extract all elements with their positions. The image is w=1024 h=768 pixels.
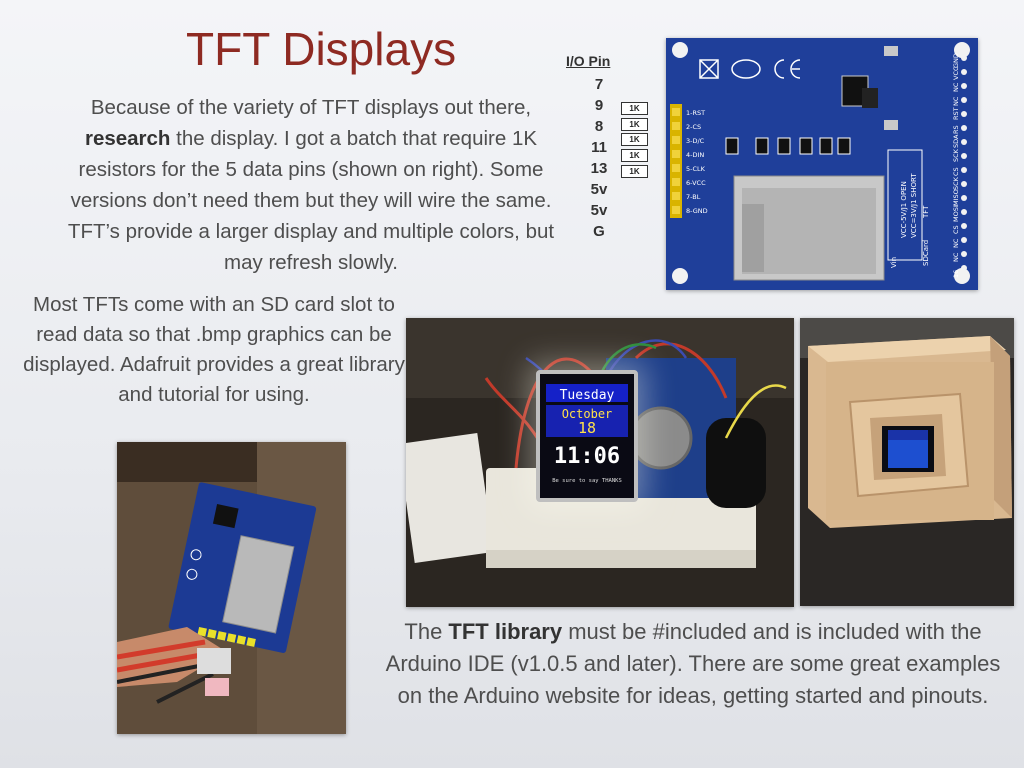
jumper-text: VCC=3V/J1 SHORT — [910, 173, 918, 238]
pin-row: 11 — [591, 139, 607, 156]
svg-text:NC: NC — [952, 82, 960, 92]
svg-text:16: 16 — [952, 270, 960, 278]
jumper-text: VCC-5V/J1 OPEN — [900, 181, 908, 238]
intro-text-bold: research — [84, 127, 171, 150]
intro-paragraph: Because of the variety of TFT displays o… — [50, 92, 572, 278]
svg-text:NC: NC — [952, 238, 960, 248]
pin-row: 13 — [590, 160, 608, 177]
resistor-label: 1K — [621, 165, 648, 178]
clock-project-illustration — [406, 318, 794, 607]
svg-text:SDA: SDA — [952, 134, 960, 148]
svg-text:SCK: SCK — [952, 148, 960, 162]
resistor-label: 1K — [621, 102, 648, 115]
pin-row: 8 — [594, 118, 604, 135]
sd-card-paragraph: Most TFTs come with an SD card slot to r… — [23, 293, 405, 406]
svg-text:MOSI: MOSI — [952, 205, 960, 222]
clock-message: Be sure to say THANKS — [552, 478, 622, 484]
pin-list: 7 9 8 11 13 5v 5v G — [586, 74, 626, 242]
library-text-start: The — [404, 619, 449, 644]
svg-text:NC: NC — [952, 252, 960, 262]
tft-clock-screen: Tuesday October 18 11:06 Be sure to say … — [536, 370, 638, 502]
intro-text-end: the display. I got a batch that require … — [67, 127, 555, 274]
header-pin-label: 8-GND — [686, 207, 708, 215]
date-band — [546, 405, 628, 437]
svg-text:NC: NC — [952, 96, 960, 106]
svg-text:SCK: SCK — [952, 176, 960, 190]
svg-text:RS: RS — [952, 125, 960, 134]
module-back-photo — [117, 442, 346, 734]
board-label: Vin — [890, 257, 898, 268]
clock-time: 11:06 — [553, 444, 621, 469]
pin-row: 5v — [590, 181, 608, 198]
svg-text:MISO: MISO — [952, 189, 960, 206]
pin-list-header: I/O Pin — [566, 53, 611, 69]
pin-row: G — [593, 223, 605, 240]
wooden-enclosure-illustration — [800, 318, 1014, 606]
resistor-label: 1K — [621, 118, 648, 131]
clock-date: 18 — [577, 419, 597, 437]
library-text-end: must be #included and is included with t… — [385, 619, 1001, 708]
pin-row: 7 — [594, 76, 604, 93]
library-paragraph: The TFT library must be #included and is… — [374, 616, 1012, 712]
library-text-bold: TFT library — [448, 619, 563, 644]
svg-text:GND: GND — [952, 53, 960, 68]
header-pin-label: 4-DIN — [686, 151, 704, 159]
svg-text:CS: CS — [952, 167, 960, 176]
svg-text:VCC: VCC — [952, 66, 960, 80]
header-pin-label: 3-D/C — [686, 137, 705, 145]
svg-text:CS: CS — [952, 225, 960, 234]
resistor-label: 1K — [621, 149, 648, 162]
header-pin-label: 2-CS — [686, 123, 701, 131]
pin-row: 5v — [590, 202, 608, 219]
clock-month: October — [561, 407, 613, 421]
day-band — [546, 384, 628, 402]
tft-board-photo: 1-RST 2-CS 3-D/C 4-DIN 5-CLK 6-VCC 7-BL … — [666, 38, 978, 290]
svg-text:RST: RST — [952, 107, 960, 120]
tft-board-illustration: 1-RST 2-CS 3-D/C 4-DIN 5-CLK 6-VCC 7-BL … — [666, 38, 978, 290]
header-pin-label: 1-RST — [686, 109, 705, 117]
clock-project-photo: Tuesday October 18 11:06 Be sure to say … — [406, 318, 794, 607]
wooden-enclosure-photo — [800, 318, 1014, 606]
header-pin-label: 7-BL — [686, 193, 701, 201]
clock-day: Tuesday — [559, 388, 615, 403]
header-pin-label: 5-CLK — [686, 165, 706, 173]
board-label: TFT — [922, 205, 930, 219]
module-back-illustration — [117, 442, 346, 734]
slide-title: TFT Displays — [186, 23, 457, 75]
intro-text-start: Because of the variety of TFT displays o… — [90, 96, 532, 119]
resistor-label: 1K — [621, 133, 648, 146]
pin-row: 9 — [594, 97, 604, 114]
board-label: SDCard — [922, 240, 930, 266]
header-pin-label: 6-VCC — [686, 179, 706, 187]
